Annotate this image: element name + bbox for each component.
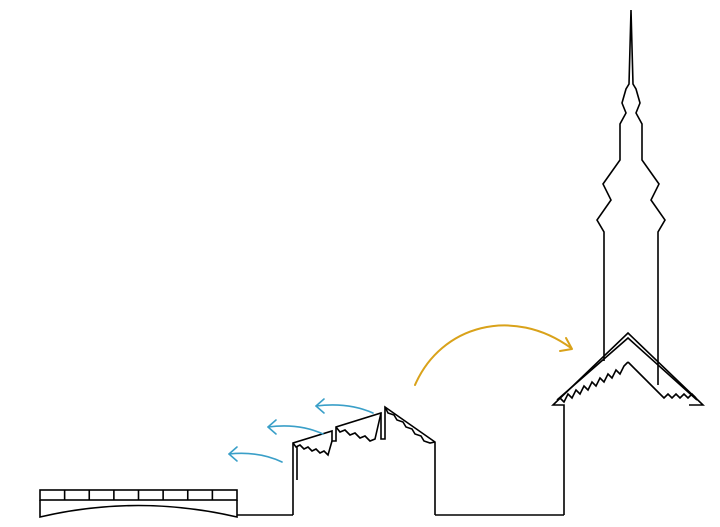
church-spire bbox=[597, 10, 665, 385]
factory-outline bbox=[293, 407, 435, 515]
church-roof-trim bbox=[557, 338, 697, 402]
small-arrows-group bbox=[229, 399, 373, 462]
right-curved-arrow-icon bbox=[415, 325, 572, 385]
sawtooth-factory-icon bbox=[293, 407, 435, 515]
left-arrow-icon bbox=[229, 447, 282, 462]
bridge-arch bbox=[40, 500, 237, 517]
arrow-curve bbox=[268, 426, 323, 434]
bridge-icon bbox=[40, 490, 237, 517]
arrow-curve bbox=[415, 325, 571, 385]
left-arrow-icon bbox=[268, 420, 323, 434]
church-with-spire-icon bbox=[553, 10, 703, 515]
bridge-deck-segments bbox=[65, 490, 213, 500]
arrow-curve bbox=[316, 405, 373, 413]
church-nave bbox=[553, 333, 703, 515]
left-arrow-icon bbox=[316, 399, 373, 413]
